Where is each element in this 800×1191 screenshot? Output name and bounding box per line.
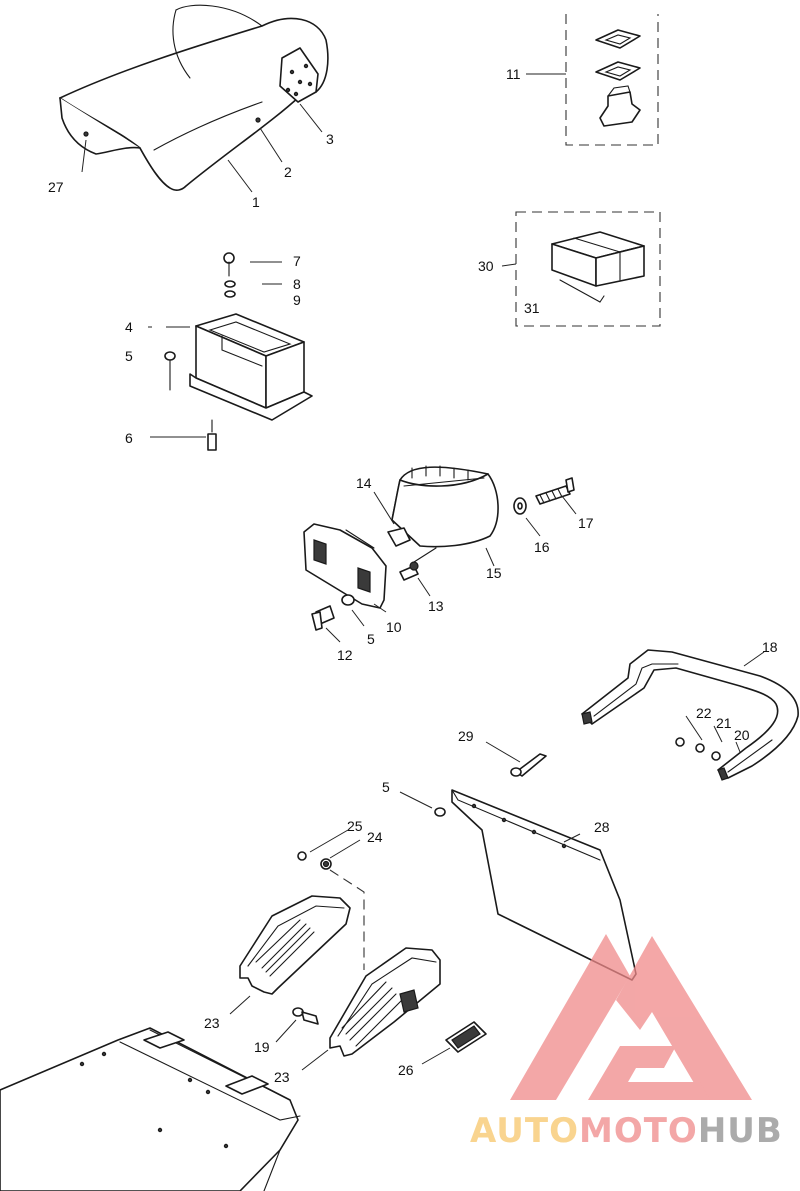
storage-box [515,211,661,327]
footrest-assembly [239,851,487,1057]
label-part-28: 28 [594,819,610,835]
label-part-27: 27 [48,179,64,195]
tray-assembly [164,252,313,451]
label-part-12: 12 [337,647,353,663]
label-part-30: 30 [478,258,494,274]
label-part-9: 9 [293,292,301,308]
label-part-23-second: 23 [274,1069,290,1085]
label-part-20: 20 [734,727,750,743]
label-part-5: 5 [125,348,133,364]
label-part-10: 10 [386,619,402,635]
automotohub-watermark: AUTOMOTOHUB [470,934,783,1151]
plate-set [565,14,659,146]
label-part-22: 22 [696,705,712,721]
label-part-24: 24 [367,829,383,845]
label-part-19: 19 [254,1039,270,1055]
label-part-31: 31 [524,300,540,316]
label-part-26: 26 [398,1062,414,1078]
watermark-triangle-left [510,934,630,1100]
label-part-17: 17 [578,515,594,531]
svg-text:AUTOMOTOHUB: AUTOMOTOHUB [470,1111,783,1151]
label-part-16: 16 [534,539,550,555]
label-part-25: 25 [347,818,363,834]
label-part-7: 7 [293,253,301,269]
label-part-18: 18 [762,639,778,655]
label-part-8: 8 [293,276,301,292]
watermark-text-hub: HUB [698,1111,783,1151]
watermark-g-mark [588,1046,710,1100]
watermark-text-auto: AUTO [470,1111,579,1151]
label-part-13: 13 [428,598,444,614]
label-part-11: 11 [506,66,521,82]
label-part-5-taillight: 5 [367,631,375,647]
label-part-5-flap: 5 [382,779,390,795]
label-part-4: 4 [125,319,133,335]
label-part-6: 6 [125,430,133,446]
label-part-21: 21 [716,715,732,731]
label-part-29: 29 [458,728,474,744]
label-part-2: 2 [284,164,292,180]
watermark-text-moto: MOTO [579,1111,698,1151]
seat-assembly [59,4,329,191]
watermark-triangle-right [616,936,752,1100]
taillight-assembly [303,465,575,631]
label-part-1: 1 [252,194,260,210]
label-part-15: 15 [486,565,502,581]
leader-lines [81,73,765,1071]
label-part-3: 3 [326,131,334,147]
tunnel-chassis [0,1027,301,1191]
label-part-14: 14 [356,475,372,491]
grab-handle [581,649,799,781]
part-number-labels: 27 1 2 3 11 30 31 7 8 9 4 5 6 14 17 16 1… [48,66,778,1085]
label-part-23: 23 [204,1015,220,1031]
